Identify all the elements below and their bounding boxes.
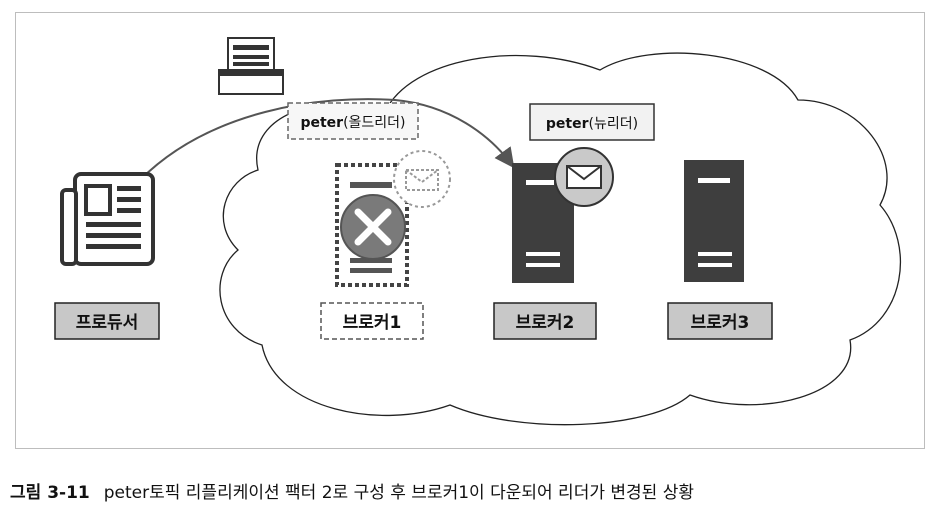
broker1-envelope-ghost-icon — [393, 150, 451, 208]
new-leader-topic: peter — [546, 116, 589, 132]
broker2-server-icon — [512, 163, 574, 283]
figure-caption-text: peter토픽 리플리케이션 팩터 2로 구성 후 브로커1이 다운되어 리더가… — [103, 483, 694, 503]
envelope-icon — [554, 147, 614, 207]
broker1-label-text: 브로커1 — [343, 313, 402, 333]
mailbox-icon — [218, 37, 284, 95]
old-leader-role: (올드리더) — [343, 115, 405, 131]
svg-text:peter(올드리더): peter(올드리더) — [300, 115, 405, 131]
svg-text:peter(뉴리더): peter(뉴리더) — [546, 116, 638, 132]
old-leader-tag: peter(올드리더) — [287, 102, 419, 140]
old-leader-topic: peter — [300, 115, 343, 131]
broker3-label-text: 브로커3 — [691, 313, 750, 333]
broker3-server-icon — [684, 160, 744, 282]
broker1-server-icon — [335, 163, 409, 287]
producer-label: 프로듀서 — [54, 302, 160, 340]
producer-label-text: 프로듀서 — [76, 313, 139, 333]
x-circle-icon — [340, 194, 406, 260]
newspaper-icon — [60, 172, 155, 266]
new-leader-role: (뉴리더) — [589, 116, 639, 132]
broker3-label: 브로커3 — [667, 302, 773, 340]
new-leader-tag: peter(뉴리더) — [529, 103, 655, 141]
broker2-label-text: 브로커2 — [516, 313, 575, 333]
diagram-canvas: peter(올드리더) peter(뉴리더) — [54, 37, 901, 426]
message-flow-arrow — [139, 98, 515, 181]
broker2-label: 브로커2 — [493, 302, 597, 340]
broker1-label: 브로커1 — [320, 302, 424, 340]
figure-caption: 그림 3-11 peter토픽 리플리케이션 팩터 2로 구성 후 브로커1이 다… — [10, 478, 694, 503]
figure-number: 그림 3-11 — [10, 483, 90, 503]
